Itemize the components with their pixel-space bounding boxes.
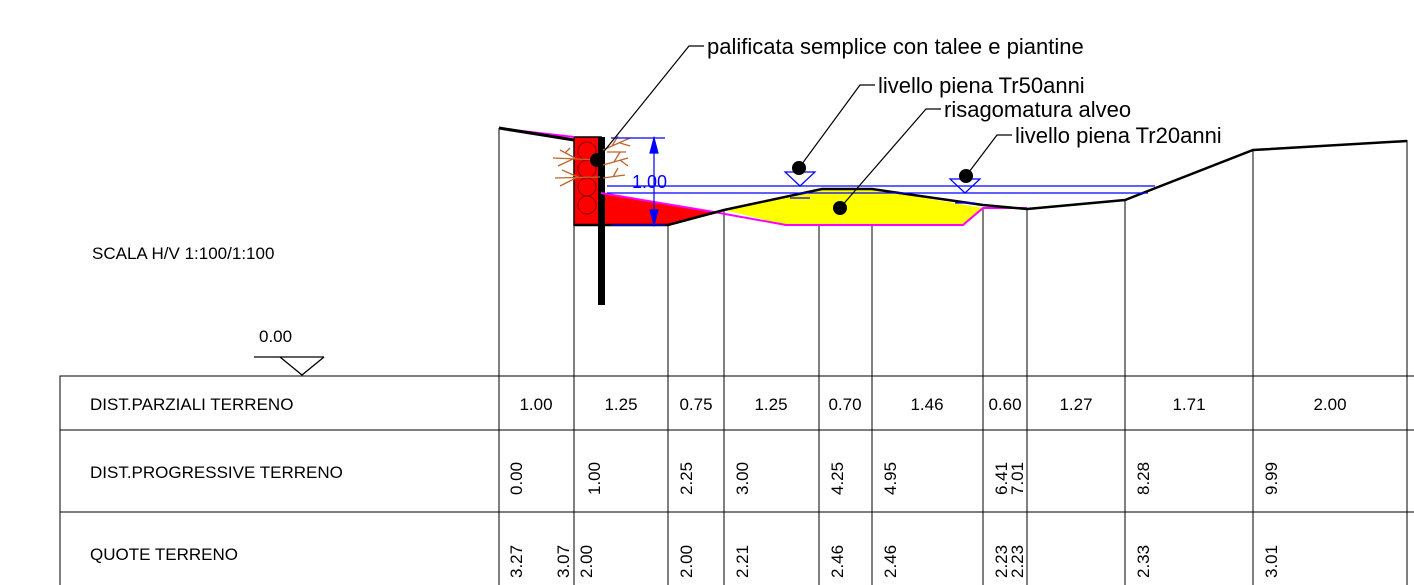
partial-distance: 1.00: [519, 395, 552, 414]
design-line: [600, 192, 1027, 226]
partial-distance: 0.70: [828, 395, 861, 414]
partial-distance: 1.71: [1172, 395, 1205, 414]
datum-triangle-icon: [254, 356, 325, 376]
elevation: 3.01: [1262, 545, 1281, 578]
ground-line: [498, 126, 1408, 227]
partial-distance: 0.60: [988, 395, 1021, 414]
partial-distances: 1.00 1.25 0.75 1.25 0.70 1.46 0.60 1.27 …: [519, 395, 1346, 414]
datum-label: 0.00: [259, 327, 292, 346]
leader-lines: [596, 45, 1012, 209]
row-label-elevations: QUOTE TERRENO: [90, 545, 238, 564]
progressive-distance: 6.41: [992, 462, 1011, 495]
progressive-distance: 1.00: [585, 462, 604, 495]
elevation: 2.21: [733, 545, 752, 578]
palificata-wall: [573, 136, 605, 305]
elevation: 2.46: [881, 545, 900, 578]
elevation: 2.00: [677, 545, 696, 578]
annotation-tr50: livello piena Tr50anni: [878, 73, 1085, 98]
elevation: 3.27: [507, 545, 526, 578]
data-table: [59, 128, 1414, 585]
row-label-progressive: DIST.PROGRESSIVE TERRENO: [90, 463, 343, 482]
progressive-distance: 7.01: [1008, 462, 1027, 495]
excavation-area: [601, 193, 718, 225]
elevation: 2.33: [1134, 545, 1153, 578]
progressive-distance: 8.28: [1134, 462, 1153, 495]
progressive-distances: 0.00 1.00 2.25 3.00 4.25 4.95 6.41 7.01 …: [507, 462, 1281, 495]
elevation: 2.23: [992, 545, 1011, 578]
partial-distance: 1.27: [1059, 395, 1092, 414]
progressive-distance: 2.25: [677, 462, 696, 495]
elevation: 2.00: [577, 545, 596, 578]
annotation-tr20: livello piena Tr20anni: [1015, 123, 1222, 148]
row-label-partial: DIST.PARZIALI TERRENO: [90, 395, 293, 414]
partial-distance: 1.25: [604, 395, 637, 414]
partial-distance: 2.00: [1313, 395, 1346, 414]
pile: [598, 137, 605, 305]
elevation: 3.07: [554, 545, 573, 578]
vegetation-icon: [552, 135, 631, 187]
progressive-distance: 3.00: [733, 462, 752, 495]
partial-distance: 1.46: [910, 395, 943, 414]
progressive-distance: 9.99: [1262, 462, 1281, 495]
elevation: 2.23: [1008, 545, 1027, 578]
progressive-distance: 4.95: [881, 462, 900, 495]
partial-distance: 1.25: [754, 395, 787, 414]
table-border: [59, 375, 1414, 585]
elevation: 2.46: [828, 545, 847, 578]
water-levels: [607, 135, 1155, 228]
progressive-distance: 4.25: [828, 462, 847, 495]
annotation-palificata: palificata semplice con talee e piantine: [707, 34, 1084, 59]
elevations: 3.27 3.07 2.00 2.00 2.21 2.46 2.46 2.23 …: [507, 545, 1281, 578]
scale-label: SCALA H/V 1:100/1:100: [92, 244, 274, 263]
progressive-distance: 0.00: [507, 462, 526, 495]
dimension-label: 1.00: [632, 172, 667, 192]
partial-distance: 0.75: [679, 395, 712, 414]
annotation-risagomatura: risagomatura alveo: [944, 97, 1131, 122]
reshaping-fill: [724, 189, 983, 225]
